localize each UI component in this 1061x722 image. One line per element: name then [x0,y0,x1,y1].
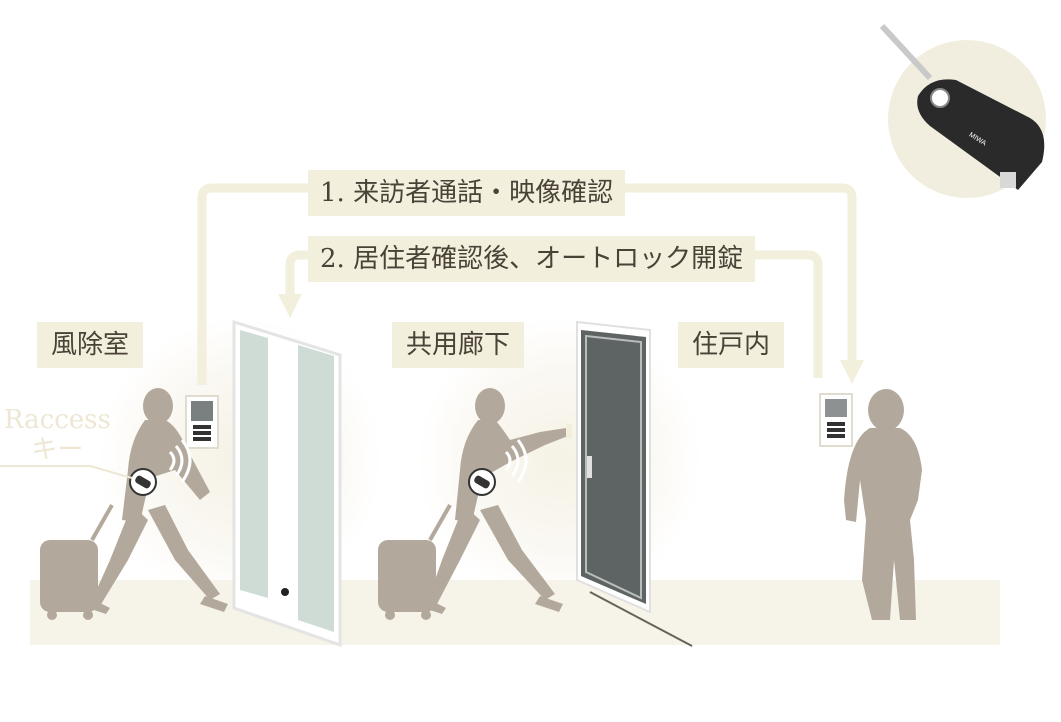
signal-waves-corridor [504,439,528,483]
raccess-key-fob [879,23,1045,190]
intercom-entrance [185,395,219,449]
visitor-figure-entrance [40,388,228,620]
dwelling-door [576,320,693,647]
area-label-common-corridor: 共用廊下 [392,322,525,368]
key-icon-entrance [129,468,157,496]
key-icon-corridor [468,468,496,496]
step-2-label: 2. 居住者確認後、オートロック開錠 [308,236,756,282]
signal-waves-entrance [168,439,192,483]
arrow-head-step1 [840,360,864,384]
area-label-windbreak-room: 風除室 [37,322,144,368]
arrow-head-step2 [278,294,302,318]
intercom-dwelling [819,393,853,447]
visitor-figure-corridor [378,388,568,620]
raccess-key-label: Raccess キー [4,405,111,466]
area-label-dwelling-interior: 住戸内 [678,322,785,368]
card-reader [566,424,572,438]
resident-figure [844,389,922,620]
glass-door [232,319,342,648]
step-1-label: 1. 来訪者通話・映像確認 [308,170,626,216]
key-label-line1: Raccess [4,405,111,435]
key-label-line2: キー [31,434,84,465]
